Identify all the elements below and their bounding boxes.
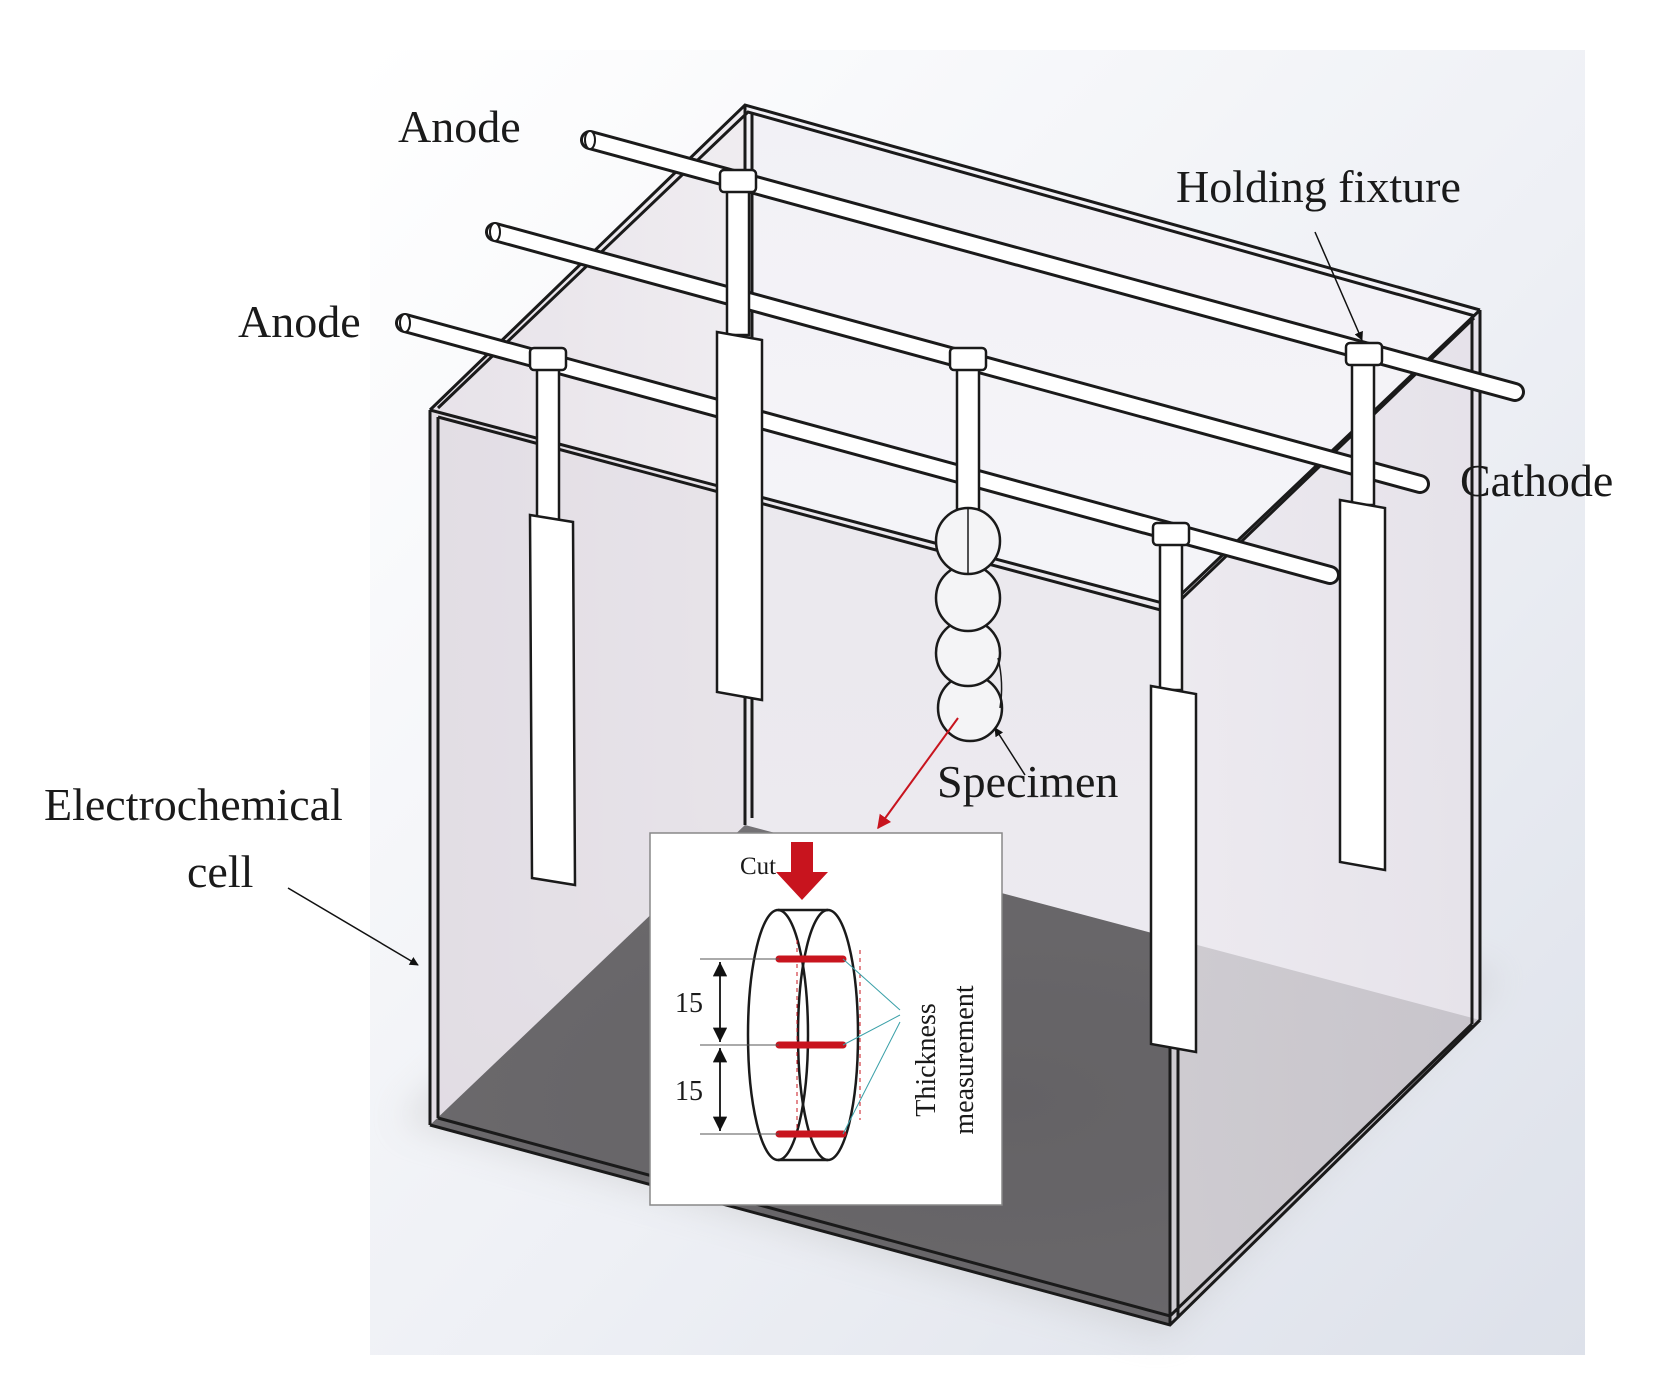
thickness-measurement-marks: [775, 955, 847, 1138]
electrode-back: [715, 168, 764, 702]
dimension-lower: 15: [675, 1076, 703, 1107]
label-anode-left: Anode: [238, 296, 361, 347]
label-specimen: Specimen: [937, 756, 1118, 807]
electrode-right-front: [1149, 521, 1198, 1054]
specimen-cross-section: [746, 908, 861, 1162]
cut-arrow: [776, 842, 828, 900]
label-anode-top: Anode: [398, 101, 521, 152]
label-cathode: Cathode: [1460, 455, 1613, 506]
specimen-pointer: [994, 727, 1026, 776]
label-thickness: Thickness: [911, 1003, 942, 1117]
specimen-hanger: [948, 346, 988, 517]
thickness-leaders: [842, 958, 901, 1135]
electrochemical-cell-pointer: [287, 887, 419, 966]
label-cut: Cut: [740, 853, 776, 880]
dimension-upper: 15: [675, 988, 703, 1019]
label-cell: cell: [187, 846, 253, 897]
label-measurement: measurement: [949, 985, 980, 1134]
electrode-left-front: [528, 346, 577, 887]
tank-right-wall: [1170, 310, 1480, 1325]
electrode-right-back: [1338, 341, 1387, 872]
holding-fixture-pointer: [1314, 231, 1363, 341]
label-electrochemical: Electrochemical: [44, 779, 343, 830]
dimension-extension-lines: [700, 958, 779, 1135]
electrodes: [528, 168, 1387, 1054]
inset-detail: Cut: [649, 832, 1003, 1206]
inset-frame: [649, 832, 1003, 1206]
inset-pointer-arrow: [877, 717, 959, 830]
label-holding-fixture: Holding fixture: [1176, 161, 1461, 212]
